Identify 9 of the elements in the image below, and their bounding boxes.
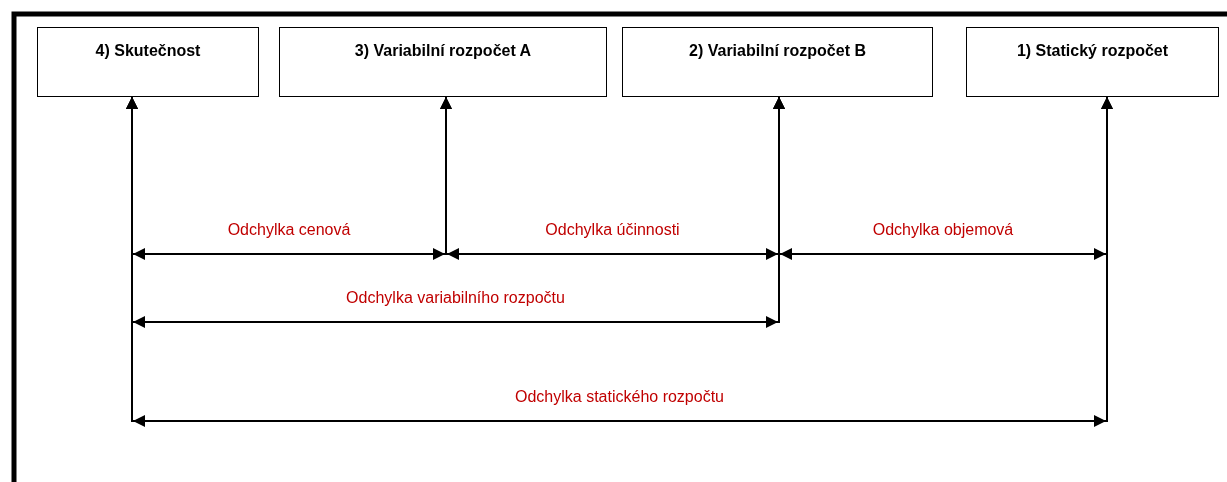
edge-label: Odchylka cenová	[227, 221, 351, 239]
edge-label: Odchylka objemová	[872, 221, 1014, 239]
budget-box: 3) Variabilní rozpočet A	[279, 27, 607, 97]
budget-box: 1) Statický rozpočet	[966, 27, 1219, 97]
budget-box: 4) Skutečnost	[37, 27, 259, 97]
edge-label: Odchylka statického rozpočtu	[515, 388, 724, 406]
edge-label: Odchylka variabilního rozpočtu	[346, 289, 565, 307]
edge-label: Odchylka účinnosti	[545, 221, 680, 239]
budget-box: 2) Variabilní rozpočet B	[622, 27, 933, 97]
